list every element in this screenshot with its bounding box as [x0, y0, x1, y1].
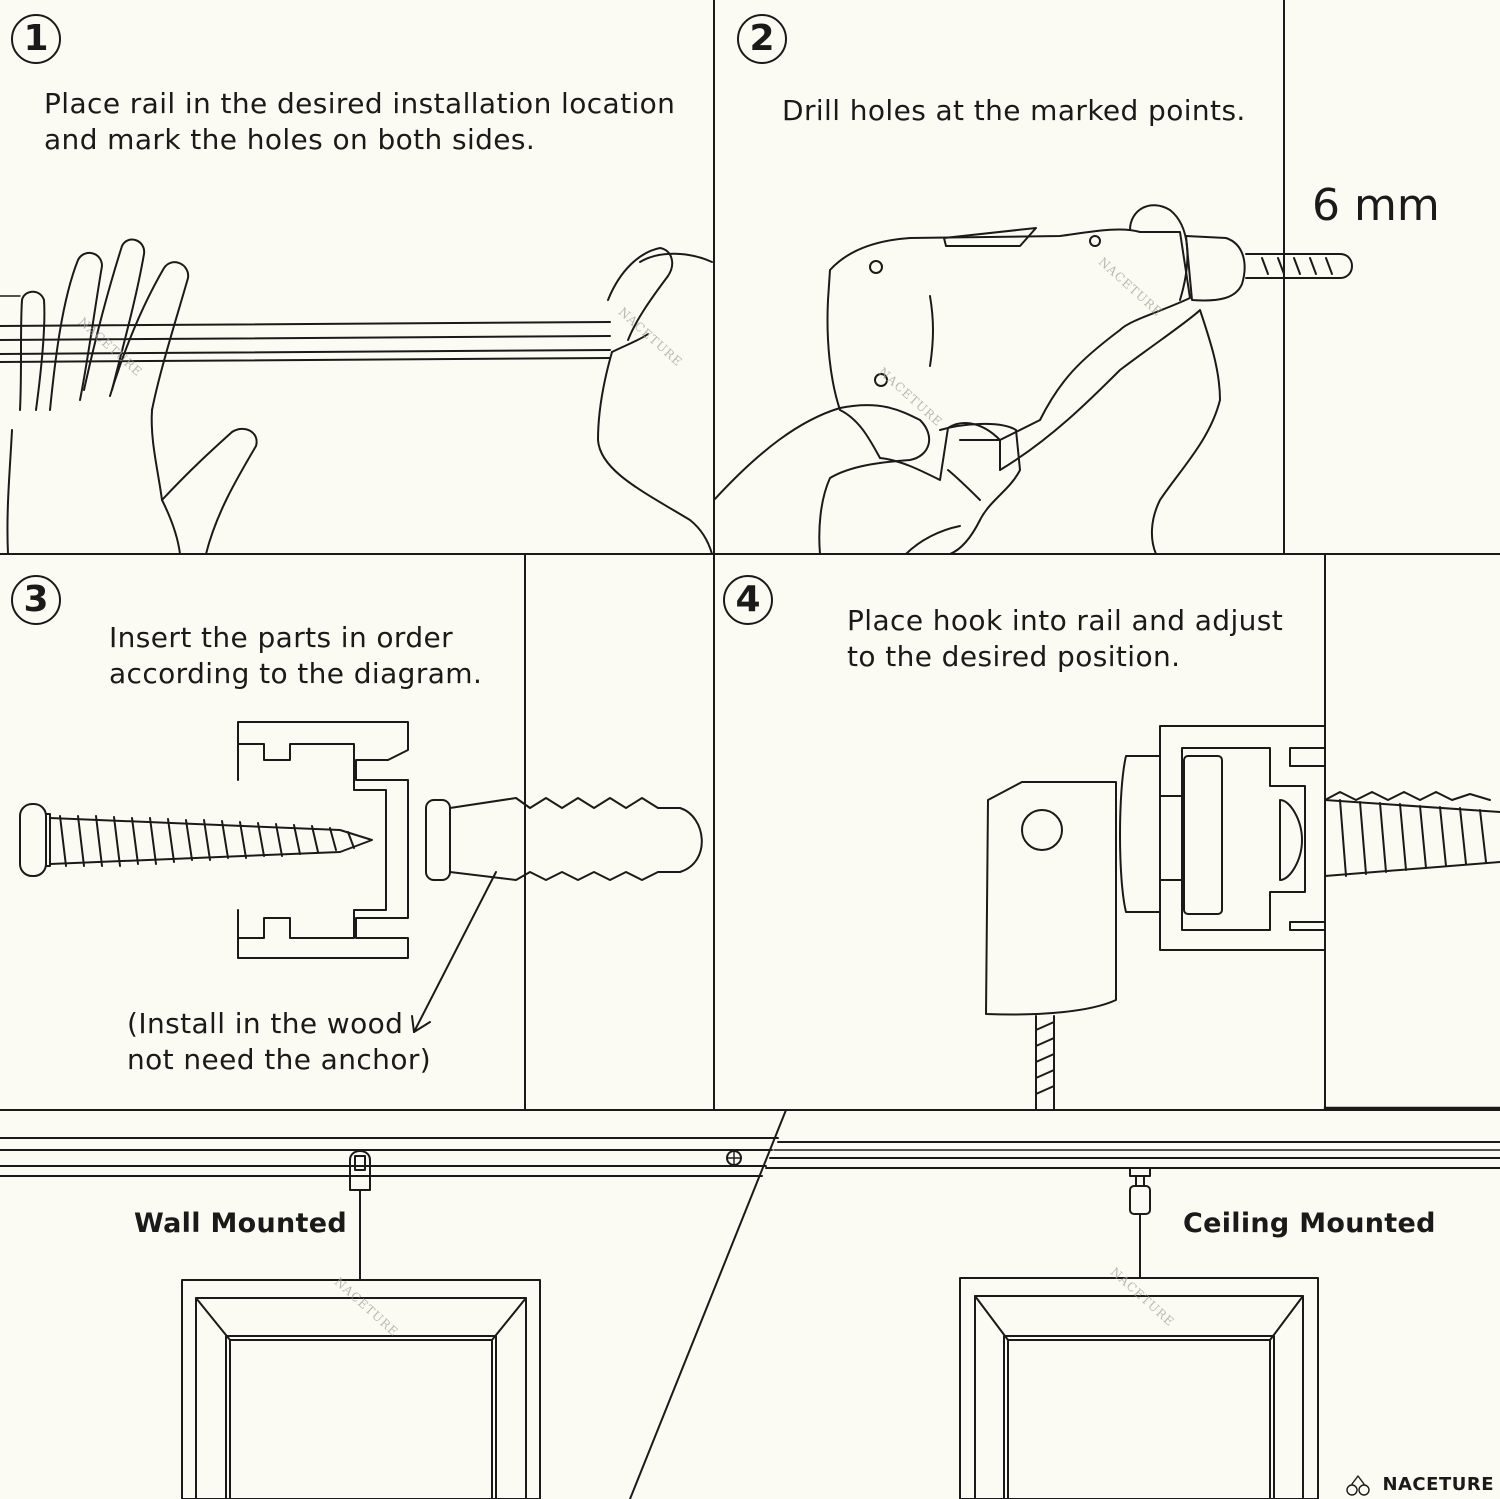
step-1-badge: 1	[11, 14, 61, 64]
step-4-badge: 4	[723, 575, 773, 625]
step-4-line-1: Place hook into rail and adjust	[847, 604, 1284, 637]
rail-hands-illustration	[0, 238, 713, 555]
step-3-note: (Install in the wood not need the anchor…	[127, 1006, 431, 1078]
step-3-note-line-2: not need the anchor)	[127, 1043, 432, 1076]
step-1-line-1: Place rail in the desired installation l…	[44, 87, 676, 120]
step-3-note-line-1: (Install in the wood	[127, 1007, 404, 1040]
wall-mounted-label: Wall Mounted	[134, 1208, 347, 1239]
step-3-line-1: Insert the parts in order	[109, 621, 454, 654]
step-3-badge: 3	[11, 575, 61, 625]
step-4-instruction: Place hook into rail and adjust to the d…	[847, 603, 1283, 675]
parts-diagram	[19, 721, 703, 1033]
step-1-line-2: and mark the holes on both sides.	[44, 123, 536, 156]
panel-grid	[0, 0, 1500, 1111]
hook-rail-diagram	[985, 725, 1500, 1111]
step-4-line-2: to the desired position.	[847, 640, 1181, 673]
step-3-line-2: according to the diagram.	[109, 657, 483, 690]
step-2-instruction: Drill holes at the marked points.	[782, 93, 1246, 129]
drill-illustration	[713, 204, 1353, 555]
step-2-badge: 2	[737, 14, 787, 64]
brand-logo-icon	[1346, 1475, 1370, 1496]
drill-bit-size-label: 6 mm	[1312, 180, 1440, 231]
step-1-instruction: Place rail in the desired installation l…	[44, 86, 675, 158]
ceiling-mounted-label: Ceiling Mounted	[1183, 1208, 1436, 1239]
step-2-line-1: Drill holes at the marked points.	[782, 94, 1246, 127]
step-3-instruction: Insert the parts in order according to t…	[109, 620, 482, 692]
mounting-comparison	[0, 1109, 1500, 1499]
brand-name: NACETURE	[1382, 1474, 1494, 1495]
